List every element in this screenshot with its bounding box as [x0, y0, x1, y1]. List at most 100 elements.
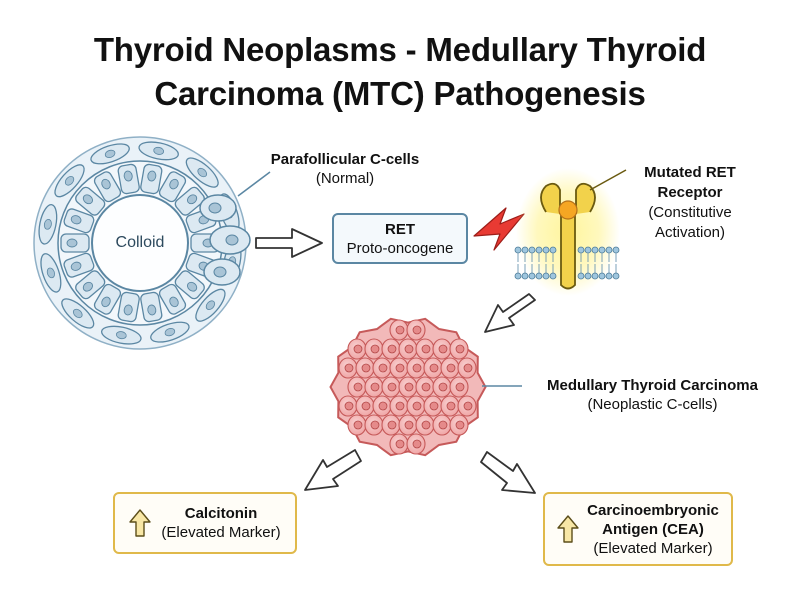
- lipid-head: [605, 246, 613, 254]
- tumor-cell: [406, 433, 426, 455]
- cea-title-line-2: Antigen (CEA): [602, 520, 704, 538]
- tumor-nucleus: [429, 401, 439, 411]
- stromal-cell: [185, 157, 219, 188]
- lipid-head: [577, 272, 585, 280]
- tumor-cell: [440, 357, 460, 379]
- c-cells-label: Parafollicular C-cells (Normal): [240, 150, 450, 188]
- cea-title-line-1: Carcinoembryonic: [587, 501, 719, 519]
- tumor-nucleus: [446, 363, 456, 373]
- cell-nucleus: [147, 170, 157, 182]
- lipid-head: [549, 272, 557, 280]
- tumor-cell: [364, 338, 384, 360]
- lipid-head: [542, 246, 550, 254]
- calcitonin-marker-box: Calcitonin (Elevated Marker): [113, 492, 297, 554]
- title-line-2: Carcinoma (MTC) Pathogenesis: [154, 75, 646, 112]
- follicular-cell: [63, 252, 95, 278]
- receptor-note-line-1: (Constitutive: [648, 204, 732, 221]
- tumor-cell: [432, 414, 452, 436]
- lipid-head: [521, 246, 529, 254]
- lipid-head: [584, 246, 592, 254]
- follicular-cell: [158, 283, 187, 315]
- cell-nucleus: [82, 281, 93, 292]
- follicular-cell: [93, 171, 122, 203]
- cell-nucleus: [101, 296, 111, 308]
- tumor-cell: [423, 357, 443, 379]
- c-cells-title: Parafollicular C-cells: [270, 151, 420, 168]
- tumor-nucleus: [421, 344, 431, 354]
- c-cells-subtitle: (Normal): [315, 170, 375, 187]
- stromal-cell: [54, 164, 85, 198]
- stromal-cell: [90, 143, 130, 165]
- follicular-cell-ring: [60, 163, 220, 323]
- stromal-cell: [38, 204, 58, 245]
- calcitonin-title: Calcitonin: [184, 505, 258, 522]
- lipid-head: [528, 246, 536, 254]
- tumor-nucleus: [387, 420, 397, 430]
- ret-proto-oncogene-box: RET Proto-oncogene: [332, 213, 468, 264]
- tumor-nucleus: [353, 344, 363, 354]
- lipid-head: [521, 272, 529, 280]
- follicular-cell: [158, 171, 187, 203]
- tumor-nucleus: [361, 363, 371, 373]
- cea-subtitle: (Elevated Marker): [593, 539, 713, 557]
- cell-nucleus: [123, 170, 133, 182]
- lipid-head: [528, 272, 536, 280]
- tumor-nucleus: [446, 401, 456, 411]
- cell-nucleus: [70, 215, 82, 225]
- tumor-nucleus: [344, 363, 354, 373]
- tumor-title: Medullary Thyroid Carcinoma: [547, 377, 758, 394]
- cell-nucleus: [164, 328, 176, 337]
- follicular-cell: [75, 270, 106, 300]
- follicular-cell: [117, 163, 140, 195]
- cell-nucleus: [205, 300, 216, 311]
- c-cell-leader-line: [237, 171, 271, 197]
- tumor-cell: [389, 357, 409, 379]
- tumor-nucleus: [404, 344, 414, 354]
- lipid-head: [591, 246, 599, 254]
- cell-nucleus: [197, 167, 208, 178]
- lipid-head: [612, 272, 620, 280]
- tumor-nucleus: [353, 420, 363, 430]
- follicular-cell: [140, 163, 163, 195]
- cell-nucleus: [70, 261, 82, 271]
- tumor-nucleus: [353, 382, 363, 392]
- cell-nucleus: [115, 331, 127, 340]
- cell-nucleus: [101, 178, 111, 190]
- thyroid-follicle: [33, 136, 247, 350]
- stromal-cell: [138, 141, 179, 161]
- tumor-nucleus: [404, 382, 414, 392]
- tumor-nucleus: [387, 344, 397, 354]
- tumor-cell: [355, 357, 375, 379]
- cell-nucleus: [72, 308, 83, 319]
- cell-nucleus: [46, 267, 55, 279]
- lipid-head: [598, 272, 606, 280]
- tumor-cell: [449, 414, 469, 436]
- arrow-receptor-to-tumor: [484, 293, 536, 333]
- receptor-leader-line: [589, 169, 627, 191]
- tumor-nucleus: [463, 401, 473, 411]
- colloid-lumen: [91, 194, 189, 292]
- tumor-nucleus: [378, 401, 388, 411]
- up-arrow-icon: [557, 515, 579, 543]
- lipid-head: [542, 272, 550, 280]
- follicular-cell: [174, 270, 205, 300]
- arrow-tumor-to-calcitonin: [304, 449, 362, 491]
- tumor-cell: [449, 376, 469, 398]
- tumor-cell: [347, 376, 367, 398]
- lipid-head: [577, 246, 585, 254]
- tumor-nucleus: [412, 363, 422, 373]
- tumor-nucleus: [395, 325, 405, 335]
- cell-nucleus: [169, 178, 179, 190]
- tumor-nucleus: [421, 420, 431, 430]
- tumor-nucleus: [421, 382, 431, 392]
- tumor-cell: [457, 395, 477, 417]
- tumor-cell: [381, 376, 401, 398]
- title-line-1: Thyroid Neoplasms - Medullary Thyroid: [93, 31, 707, 68]
- tumor-nucleus: [412, 439, 422, 449]
- tumor-nucleus: [370, 382, 380, 392]
- ret-subtitle: Proto-oncogene: [346, 239, 454, 257]
- follicular-cell: [174, 186, 205, 216]
- page-title: Thyroid Neoplasms - Medullary Thyroid Ca…: [0, 28, 800, 116]
- arrow-follicle-to-ret: [255, 228, 323, 258]
- tumor-nucleus: [412, 401, 422, 411]
